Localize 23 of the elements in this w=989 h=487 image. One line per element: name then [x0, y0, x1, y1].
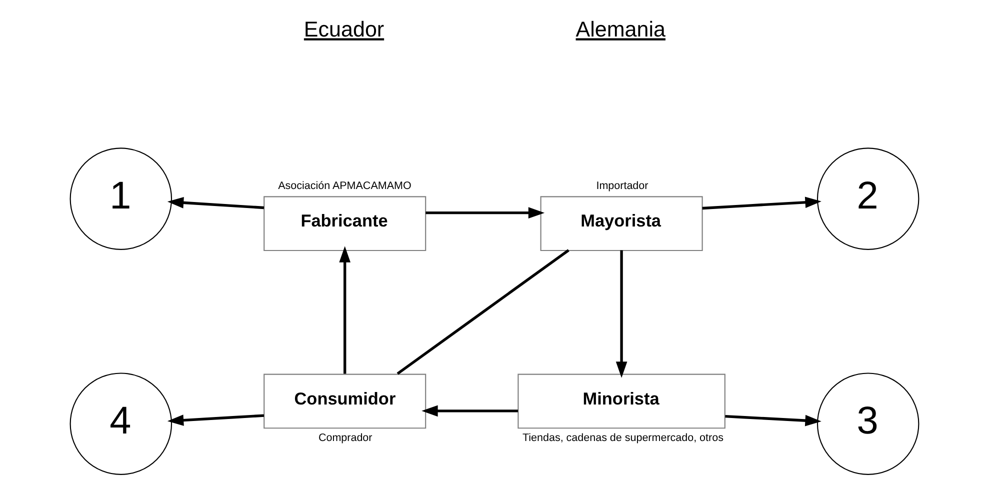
node-label: Asociación APMACAMAMO — [278, 180, 412, 192]
label: Ecuador — [304, 17, 384, 42]
node-box: Mayorista — [540, 196, 703, 252]
arrow — [616, 250, 628, 378]
label: Alemania — [576, 17, 666, 42]
node-circle: 1 — [70, 148, 172, 250]
arrow — [702, 196, 822, 210]
arrow — [422, 405, 518, 417]
arrow — [426, 207, 545, 218]
arrow — [339, 246, 351, 374]
node-circle: 2 — [816, 148, 920, 250]
node-box: Fabricante — [264, 196, 426, 252]
node-label: Tiendas, cadenas de supermercado, otros — [522, 432, 724, 444]
node-box: Minorista — [518, 374, 726, 429]
connector — [396, 249, 570, 375]
node-box: Consumidor — [264, 374, 426, 429]
arrow — [725, 414, 822, 426]
node-label: Comprador — [318, 432, 372, 444]
arrow — [167, 414, 264, 426]
arrow — [167, 197, 264, 210]
node-label: Importador — [596, 180, 648, 192]
node-circle: 4 — [70, 372, 172, 475]
node-circle: 3 — [816, 372, 920, 475]
